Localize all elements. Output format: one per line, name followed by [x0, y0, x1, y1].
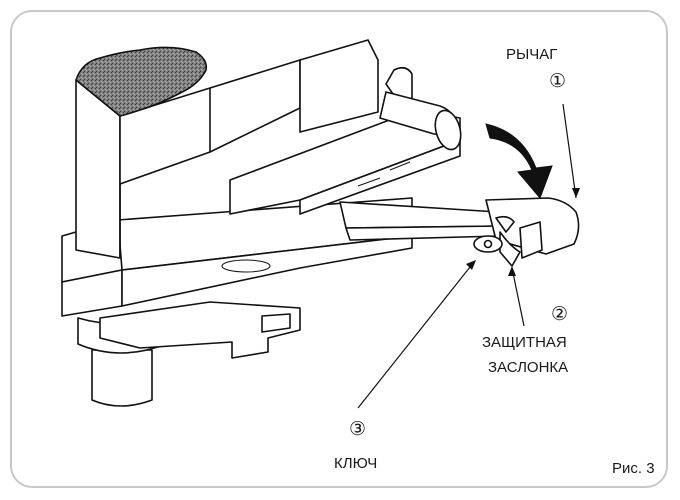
lower-arm [99, 301, 301, 359]
figure-caption: Рис. 3 [612, 460, 655, 477]
key-label: КЛЮЧ [334, 455, 378, 472]
lever-number: ① [549, 71, 567, 92]
shutter-label-line1: ЗАЩИТНАЯ [482, 334, 567, 351]
lever-label: РЫЧАГ [506, 46, 558, 63]
shutter-label-line2: ЗАСЛОНКА [488, 359, 569, 376]
key-number: ③ [349, 419, 367, 440]
broken-top [75, 46, 208, 117]
shutter-leader [511, 267, 525, 327]
rotation-arrow [485, 123, 553, 199]
shutter-number: ② [551, 304, 569, 325]
lever-leader [562, 103, 577, 199]
key-leader [357, 261, 475, 409]
column-side [299, 39, 379, 133]
pillar-cylinder [91, 349, 153, 407]
figure-frame [10, 10, 668, 488]
shutter-bar [339, 201, 503, 229]
